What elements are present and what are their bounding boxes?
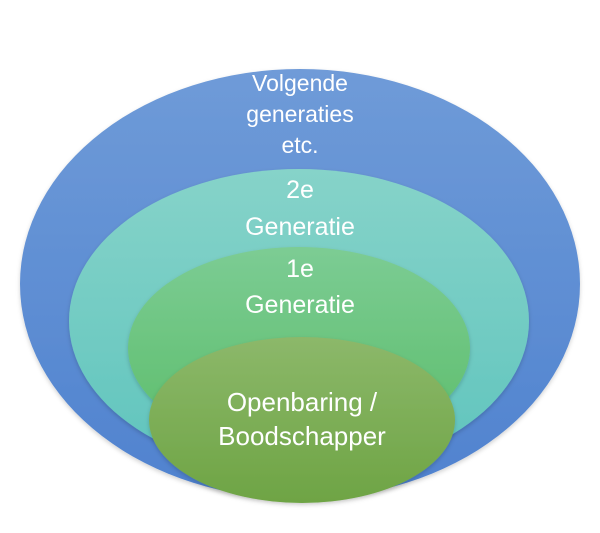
second-generation-label-line-2: Generatie: [245, 213, 355, 241]
core-label-line-2: Boodschapper: [218, 421, 386, 451]
outer-ring-label-line-1: Volgende: [252, 70, 348, 96]
core-revelation-ellipse: [149, 337, 455, 503]
core-label-line-1: Openbaring /: [227, 387, 378, 417]
second-generation-label-line-1: 2e: [286, 176, 314, 204]
outer-ring-label-line-3: etc.: [281, 132, 318, 158]
first-generation-label-line-2: Generatie: [245, 291, 355, 319]
outer-ring-label-line-2: generaties: [246, 101, 353, 127]
first-generation-label-line-1: 1e: [286, 255, 314, 283]
